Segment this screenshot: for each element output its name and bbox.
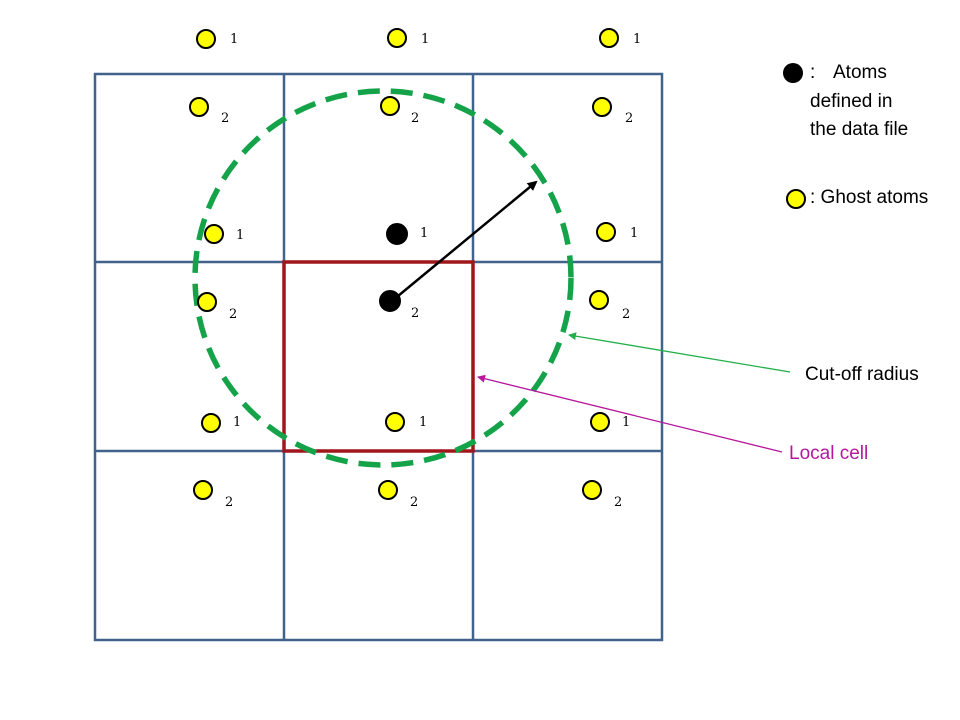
ghost-atom — [204, 224, 224, 244]
atom-labels: 1 1 1 2 2 2 1 1 1 2 2 2 1 1 1 2 2 2 — [221, 32, 641, 510]
ghost-atom — [380, 96, 400, 116]
legend-atoms-line: the data file — [810, 119, 908, 140]
local-cell-label: Local cell — [789, 443, 868, 464]
atom-label: 1 — [421, 32, 429, 47]
local-cell-pointer-arrow — [477, 374, 783, 453]
atom-label: 2 — [229, 307, 237, 322]
atom-label: 2 — [221, 111, 229, 126]
ghost-atom — [592, 97, 612, 117]
atom-label: 1 — [630, 226, 638, 241]
real-atom — [386, 223, 408, 245]
atom-label: 1 — [420, 226, 428, 241]
ghost-atom — [596, 222, 616, 242]
legend-ghost-atom-icon — [786, 189, 806, 209]
local-cell-box — [282, 260, 475, 453]
atom-label: 1 — [230, 32, 238, 47]
grid-outer-border — [93, 72, 664, 642]
ghost-atom — [387, 28, 407, 48]
legend-ghost-text: : Ghost atoms — [810, 187, 928, 208]
ghost-atom — [197, 292, 217, 312]
atom-label: 2 — [614, 495, 622, 510]
cell-grid — [93, 72, 664, 642]
radius-arrow — [391, 180, 538, 302]
legend-atoms-colon: : — [810, 62, 815, 83]
atom-label: 1 — [622, 415, 630, 430]
ghost-atom — [193, 480, 213, 500]
atom-label: 2 — [225, 495, 233, 510]
legend-atoms-line: defined in — [810, 91, 892, 112]
cutoff-pointer-arrow — [568, 332, 791, 373]
ghost-atom — [590, 412, 610, 432]
atom-label: 2 — [411, 111, 419, 126]
real-atom — [379, 290, 401, 312]
atom-label: 1 — [233, 415, 241, 430]
atom-label: 1 — [236, 228, 244, 243]
cutoff-label: Cut-off radius — [805, 364, 919, 385]
legend: : Atoms defined in the data file : Ghost… — [783, 62, 928, 209]
atom-label: 1 — [633, 32, 641, 47]
atom-label: 2 — [625, 111, 633, 126]
atoms — [189, 28, 619, 500]
atom-label: 2 — [411, 306, 419, 321]
ghost-atom — [201, 413, 221, 433]
ghost-atom — [189, 97, 209, 117]
ghost-atom — [589, 290, 609, 310]
ghost-atom — [582, 480, 602, 500]
ghost-atom — [378, 480, 398, 500]
legend-real-atom-icon — [783, 63, 803, 83]
ghost-atom — [599, 28, 619, 48]
cutoff-circle — [192, 88, 574, 468]
atom-label: 1 — [419, 415, 427, 430]
atom-label: 2 — [622, 307, 630, 322]
ghost-atom — [385, 412, 405, 432]
atom-label: 2 — [410, 495, 418, 510]
legend-atoms-line: Atoms — [833, 62, 887, 83]
ghost-atom — [196, 29, 216, 49]
